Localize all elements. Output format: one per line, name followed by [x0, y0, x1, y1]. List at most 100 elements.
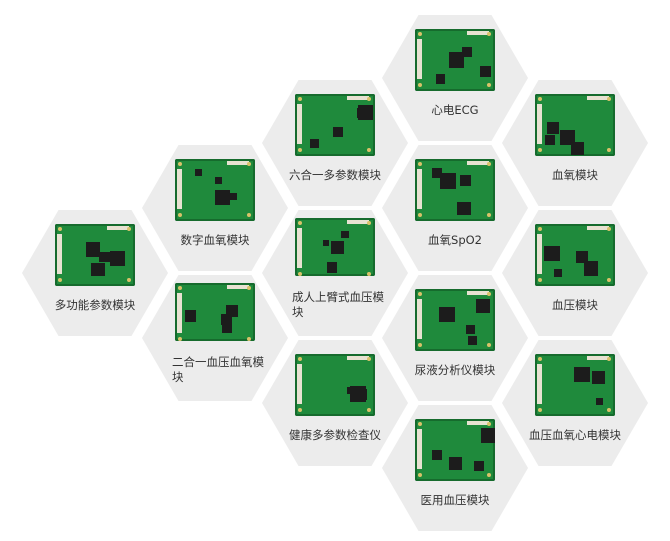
module-label: 血氧模块 — [552, 168, 598, 182]
pcb-board-image — [535, 94, 615, 156]
chip — [215, 176, 222, 184]
chip — [475, 299, 491, 314]
module-tile-adult-arm-bp[interactable]: 成人上臂式血压模块 — [262, 210, 408, 336]
chip — [330, 240, 344, 254]
pcb-board-image — [175, 159, 255, 221]
mount-hole — [487, 83, 491, 87]
module-tile-two-in-one[interactable]: 二合一血压血氧模块 — [142, 275, 288, 401]
module-tile-spo2-module[interactable]: 血氧模块 — [502, 80, 648, 206]
chip — [448, 52, 465, 68]
mount-hole — [418, 422, 422, 426]
chip — [465, 324, 476, 335]
mount-hole — [487, 213, 491, 217]
pcb-board-image — [415, 29, 495, 91]
connector — [57, 234, 62, 274]
chip — [596, 398, 604, 406]
module-tile-urine-analyzer[interactable]: 尿液分析仪模块 — [382, 275, 528, 401]
chip — [221, 322, 233, 334]
chip — [553, 268, 563, 278]
mount-hole — [538, 227, 542, 231]
chip — [474, 460, 485, 471]
chip — [462, 47, 473, 57]
connector — [227, 285, 249, 289]
mount-hole — [607, 227, 611, 231]
chip — [481, 427, 495, 444]
chip — [439, 306, 455, 322]
chip — [91, 263, 105, 277]
connector — [297, 228, 302, 268]
connector — [347, 220, 369, 224]
pcb-board-image — [55, 224, 135, 286]
pcb-board-image — [415, 289, 495, 351]
module-tile-digital-spo2[interactable]: 数字血氧模块 — [142, 145, 288, 271]
mount-hole — [367, 221, 371, 225]
mount-hole — [178, 162, 182, 166]
connector — [297, 364, 302, 404]
pcb-board-image — [295, 354, 375, 416]
chip — [575, 251, 588, 264]
chip — [583, 261, 599, 277]
module-tile-ecg[interactable]: 心电ECG — [382, 15, 528, 141]
mount-hole — [418, 292, 422, 296]
module-tile-six-in-one[interactable]: 六合一多参数模块 — [262, 80, 408, 206]
mount-hole — [127, 227, 131, 231]
connector — [177, 293, 182, 333]
mount-hole — [127, 278, 131, 282]
module-tile-bp-module[interactable]: 血压模块 — [502, 210, 648, 336]
chip — [431, 449, 443, 461]
chip — [432, 168, 443, 179]
module-label: 数字血氧模块 — [180, 233, 250, 247]
mount-hole — [607, 357, 611, 361]
connector — [467, 291, 489, 295]
module-label: 多功能参数模块 — [54, 298, 136, 312]
module-tile-bp-spo2-ecg[interactable]: 血压血氧心电模块 — [502, 340, 648, 466]
module-label: 二合一血压血氧模块 — [172, 355, 264, 384]
chip — [99, 251, 111, 263]
mount-hole — [607, 278, 611, 282]
module-label: 心电ECG — [431, 103, 479, 117]
chip — [467, 336, 477, 346]
chip — [351, 394, 360, 403]
mount-hole — [58, 278, 62, 282]
mount-hole — [487, 422, 491, 426]
module-tile-medical-bp[interactable]: 医用血压模块 — [382, 405, 528, 531]
mount-hole — [418, 473, 422, 477]
mount-hole — [298, 148, 302, 152]
module-tile-multi-function[interactable]: 多功能参数模块 — [22, 210, 168, 336]
mount-hole — [367, 408, 371, 412]
chip — [220, 314, 232, 326]
mount-hole — [418, 213, 422, 217]
connector — [537, 234, 542, 274]
chip — [574, 367, 590, 383]
chip — [195, 168, 203, 176]
module-label: 血压血氧心电模块 — [529, 428, 621, 442]
mount-hole — [607, 408, 611, 412]
mount-hole — [298, 408, 302, 412]
mount-hole — [247, 286, 251, 290]
connector — [417, 429, 422, 469]
mount-hole — [298, 357, 302, 361]
mount-hole — [538, 408, 542, 412]
chip — [449, 457, 462, 471]
connector — [347, 356, 369, 360]
module-tile-spo2[interactable]: 血氧SpO2 — [382, 145, 528, 271]
mount-hole — [178, 286, 182, 290]
chip — [460, 175, 471, 186]
chip — [333, 126, 343, 137]
pcb-board-image — [535, 354, 615, 416]
connector — [107, 226, 129, 230]
chip — [570, 141, 584, 155]
pcb-board-image — [295, 94, 375, 156]
chip — [322, 239, 329, 246]
chip — [559, 129, 575, 145]
mount-hole — [367, 357, 371, 361]
connector — [417, 169, 422, 209]
module-tile-health-checker[interactable]: 健康多参数检查仪 — [262, 340, 408, 466]
mount-hole — [418, 32, 422, 36]
connector — [537, 364, 542, 404]
mount-hole — [178, 213, 182, 217]
module-label: 六合一多参数模块 — [289, 168, 381, 182]
chip — [327, 262, 338, 273]
mount-hole — [538, 97, 542, 101]
mount-hole — [298, 97, 302, 101]
